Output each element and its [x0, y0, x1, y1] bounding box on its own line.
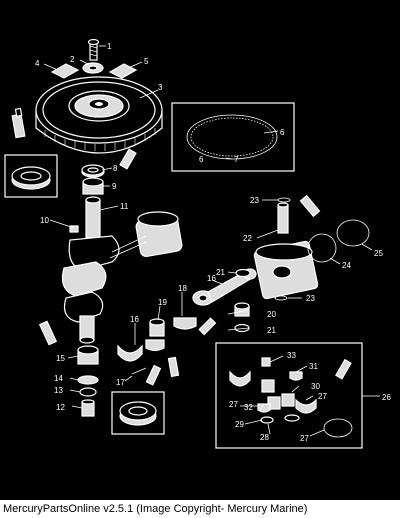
callout-9: 9: [112, 182, 117, 191]
callout-1: 1: [107, 42, 112, 51]
callout-3: 3: [158, 83, 163, 92]
callout-13: 13: [54, 386, 63, 395]
copyright-footer: MercuryPartsOnline v2.5.1 (Image Copyrig…: [0, 500, 400, 518]
exploded-parts-diagram: 1 2 3 4 5 6 6 7 8 9 10 11 12 13 14 15 16…: [4, 38, 391, 449]
screw-17: [131, 367, 147, 375]
ring-gear-inset: [171, 102, 295, 172]
callout-16-cap: 16: [130, 315, 139, 324]
bearing-9: [82, 177, 104, 195]
thrust-washer-21a: [235, 268, 251, 278]
needle-bearing-20: [234, 302, 250, 317]
callout-28: 28: [260, 433, 269, 442]
piston-right: [253, 240, 319, 300]
callout-4: 4: [35, 59, 40, 68]
decal-left: [50, 63, 80, 79]
bearing-19: [149, 318, 165, 337]
callout-6-inset: 6: [199, 155, 204, 164]
sealant-tube-17b: [167, 356, 180, 378]
sleeve-12: [81, 399, 95, 417]
sealant-tube-lower: [38, 320, 58, 346]
callout-2: 2: [70, 55, 75, 64]
callout-6: 6: [280, 128, 285, 137]
callout-22: 22: [243, 234, 252, 243]
bearing-kit-inset: [215, 342, 363, 449]
callout-30: 30: [311, 382, 320, 391]
piston-assembled: [109, 211, 183, 259]
callout-16-rod: 16: [207, 274, 216, 283]
callout-12: 12: [56, 403, 65, 412]
callout-26: 26: [382, 393, 391, 402]
sealant-tube-rod: [198, 317, 217, 336]
callout-7: 7: [234, 155, 239, 164]
sealant-tube-17a: [145, 364, 162, 386]
callout-14: 14: [54, 374, 63, 383]
sealant-tube-upper: [11, 107, 26, 139]
piston-pin: [277, 202, 289, 234]
callout-27-bottom: 27: [300, 434, 309, 443]
callout-27-left: 27: [229, 400, 238, 409]
callout-11: 11: [120, 202, 129, 211]
seal-13: [79, 387, 97, 397]
callout-17: 17: [116, 378, 125, 387]
callout-23-upper: 23: [250, 196, 259, 205]
oil-seal-inset-lower: [111, 391, 165, 435]
callout-33: 33: [287, 351, 296, 360]
piston-ring-25: [336, 219, 370, 247]
callout-25: 25: [374, 249, 383, 258]
piston-ring-24: [307, 233, 337, 263]
retainer-23a: [277, 197, 291, 203]
seal-8: [81, 164, 105, 178]
callout-20: 20: [267, 310, 276, 319]
leader-lines: [43, 45, 380, 437]
rod-cap-16: [117, 344, 143, 362]
callout-8: 8: [113, 164, 118, 173]
ring-14: [77, 375, 99, 385]
callout-10: 10: [40, 216, 49, 225]
callout-24: 24: [342, 261, 351, 270]
crankshaft: [61, 196, 120, 344]
sealant-tube-8: [119, 148, 137, 170]
flywheel-bolt: [87, 38, 100, 61]
bearing-cage-18: [173, 317, 197, 330]
key-10: [69, 225, 79, 233]
sealant-tube-25: [299, 194, 321, 218]
retainer-23b: [274, 295, 288, 301]
callout-29: 29: [235, 420, 244, 429]
bearing-15: [77, 345, 99, 365]
callout-27-right: 27: [318, 392, 327, 401]
flywheel: [35, 76, 163, 154]
callout-19: 19: [158, 298, 167, 307]
callout-21-upper: 21: [216, 268, 225, 277]
bearing-half-left: [145, 339, 165, 352]
callout-15: 15: [56, 354, 65, 363]
oil-seal-inset-upper: [4, 154, 58, 198]
callout-18: 18: [178, 284, 187, 293]
callout-23-lower: 23: [306, 294, 315, 303]
flywheel-washer: [82, 62, 104, 74]
callout-21-lower: 21: [267, 326, 276, 335]
callout-31: 31: [309, 362, 318, 371]
callout-32: 32: [244, 403, 253, 412]
callout-5: 5: [144, 57, 149, 66]
